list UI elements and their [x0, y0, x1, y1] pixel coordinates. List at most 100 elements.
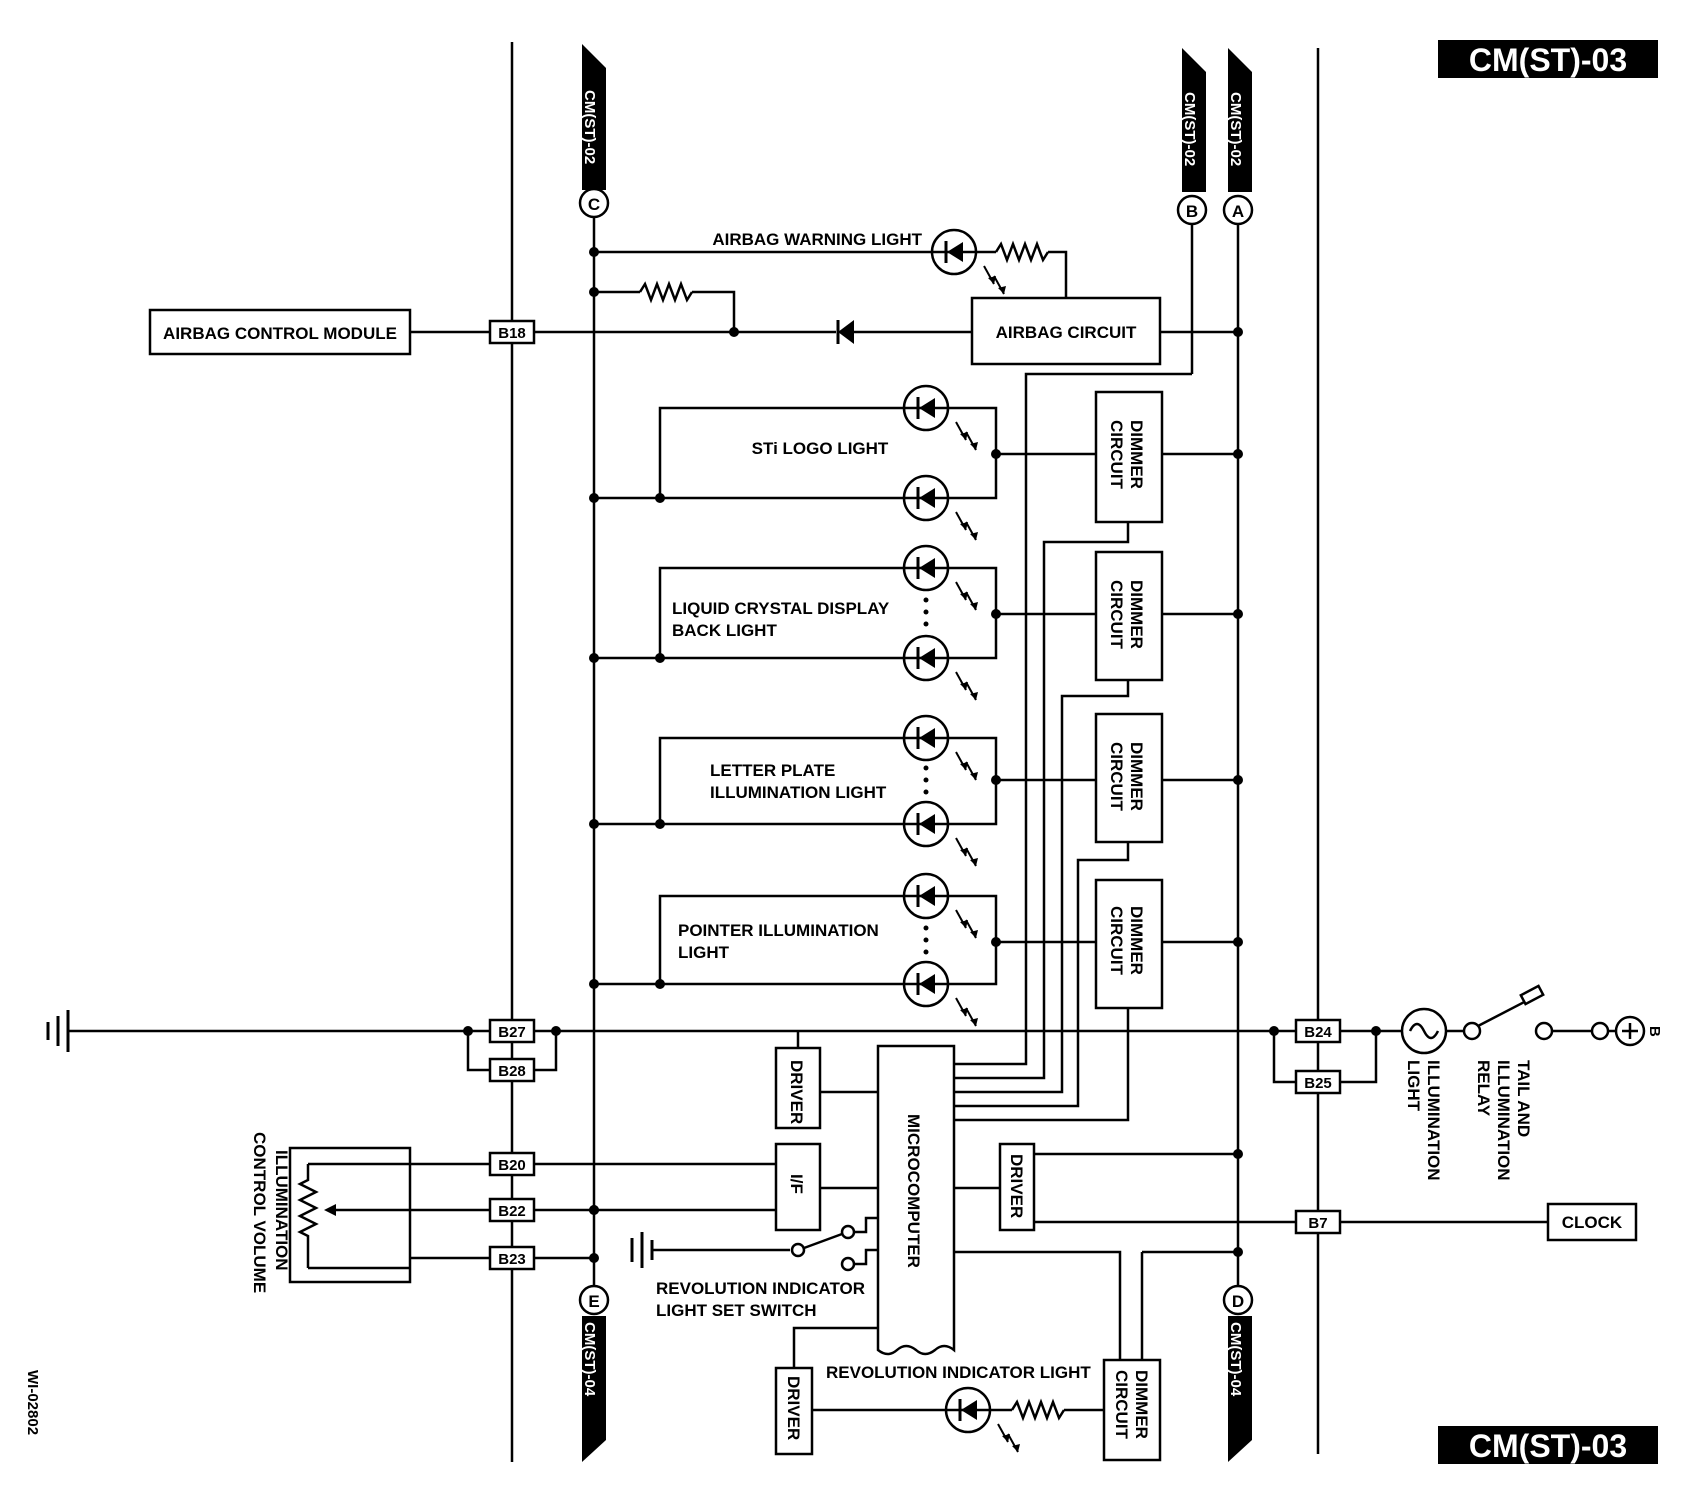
svg-text:B28: B28 — [498, 1063, 526, 1080]
svg-text:LIGHT: LIGHT — [678, 943, 730, 962]
illumination-light-bulb — [1400, 1007, 1448, 1055]
dimmer-circuit-5: DIMMER CIRCUIT — [1102, 1358, 1162, 1462]
svg-text:RELAY: RELAY — [1474, 1060, 1493, 1117]
connector-b7: B7 — [1294, 1209, 1342, 1235]
svg-text:DIMMER: DIMMER — [1127, 420, 1146, 489]
if-interface-box: I/F — [774, 1142, 822, 1232]
resistor-revolution — [1010, 1398, 1066, 1422]
svg-text:CM(ST)-02: CM(ST)-02 — [1181, 92, 1198, 166]
svg-text:CIRCUIT: CIRCUIT — [1112, 1370, 1131, 1440]
resistor-airbag-bypass — [638, 280, 694, 304]
document-code: WI-02802 — [24, 1370, 41, 1435]
svg-text:I/F: I/F — [787, 1174, 806, 1194]
svg-text:DIMMER: DIMMER — [1132, 1370, 1151, 1439]
driver-right: DRIVER — [998, 1142, 1036, 1232]
svg-text:DIMMER: DIMMER — [1127, 580, 1146, 649]
svg-text:LIGHT: LIGHT — [1404, 1060, 1423, 1112]
svg-text:B23: B23 — [498, 1251, 526, 1268]
svg-text:B20: B20 — [498, 1157, 526, 1174]
svg-text:AIRBAG CIRCUIT: AIRBAG CIRCUIT — [996, 323, 1137, 342]
airbag-diode — [836, 320, 854, 344]
svg-text:DIMMER: DIMMER — [1127, 742, 1146, 811]
microcomputer: MICROCOMPUTER — [876, 1044, 956, 1356]
svg-text:CM(ST)-04: CM(ST)-04 — [1227, 1322, 1244, 1397]
airbag-warning-led — [930, 228, 1008, 296]
dimmer-circuit-1: DIMMER CIRCUIT — [1094, 390, 1164, 524]
letter-plate-light-label: LETTER PLATE — [710, 761, 835, 780]
clock-box: CLOCK — [1546, 1202, 1638, 1242]
driver-lower: DRIVER — [774, 1366, 814, 1456]
svg-text:DIMMER: DIMMER — [1127, 906, 1146, 975]
ground-left — [46, 1010, 70, 1052]
svg-text:A: A — [1232, 202, 1244, 221]
svg-text:B27: B27 — [498, 1024, 526, 1041]
illumination-control-volume-label: ILLUMINATION — [272, 1150, 291, 1271]
svg-text:DRIVER: DRIVER — [787, 1060, 806, 1124]
airbag-warning-light-label: AIRBAG WARNING LIGHT — [712, 230, 922, 249]
svg-text:ILLUMINATION: ILLUMINATION — [1494, 1060, 1513, 1181]
revolution-indicator-set-switch-label: REVOLUTION INDICATOR — [656, 1279, 865, 1298]
ref-c: C — [578, 187, 610, 219]
svg-text:CIRCUIT: CIRCUIT — [1107, 742, 1126, 812]
dimmer-circuit-4: DIMMER CIRCUIT — [1094, 878, 1164, 1010]
svg-text:CM(ST)-02: CM(ST)-02 — [581, 90, 598, 164]
svg-text:MICROCOMPUTER: MICROCOMPUTER — [904, 1114, 923, 1268]
svg-text:CIRCUIT: CIRCUIT — [1107, 580, 1126, 650]
revolution-indicator-led — [944, 1386, 1022, 1454]
svg-text:BACK LIGHT: BACK LIGHT — [672, 621, 777, 640]
resistor-airbag-warning — [994, 240, 1050, 264]
svg-text:B18: B18 — [498, 325, 526, 342]
svg-text:CM(ST)-03: CM(ST)-03 — [1469, 1428, 1627, 1464]
revolution-indicator-set-switch — [790, 1224, 856, 1272]
revolution-indicator-light-label: REVOLUTION INDICATOR LIGHT — [826, 1363, 1091, 1382]
svg-text:E: E — [588, 1292, 599, 1311]
svg-text:CONTROL VOLUME: CONTROL VOLUME — [250, 1132, 269, 1293]
svg-text:B25: B25 — [1304, 1075, 1332, 1092]
svg-text:CM(ST)-02: CM(ST)-02 — [1227, 92, 1244, 166]
airbag-circuit-box: AIRBAG CIRCUIT — [970, 296, 1162, 366]
driver-upper: DRIVER — [774, 1046, 822, 1130]
ground-switch — [630, 1232, 654, 1268]
illumination-light-label: ILLUMINATION — [1424, 1060, 1443, 1181]
connector-b20: B20 — [488, 1151, 536, 1177]
svg-text:CLOCK: CLOCK — [1562, 1213, 1623, 1232]
connector-b23: B23 — [488, 1245, 536, 1271]
svg-text:C: C — [588, 195, 600, 214]
ref-d: D — [1222, 1284, 1254, 1316]
airbag-control-module: AIRBAG CONTROL MODULE — [148, 308, 412, 356]
svg-text:D: D — [1232, 1292, 1244, 1311]
svg-text:LIGHT SET SWITCH: LIGHT SET SWITCH — [656, 1301, 817, 1320]
ref-a: A — [1222, 194, 1254, 226]
tail-illumination-relay-switch — [1462, 984, 1554, 1041]
dimmer-circuit-2: DIMMER CIRCUIT — [1094, 550, 1164, 682]
connector-b25: B25 — [1294, 1069, 1342, 1095]
svg-text:CM(ST)-04: CM(ST)-04 — [581, 1322, 598, 1397]
svg-text:AIRBAG CONTROL MODULE: AIRBAG CONTROL MODULE — [163, 324, 397, 343]
connector-b24: B24 — [1294, 1018, 1342, 1044]
ref-b: B — [1176, 194, 1208, 226]
pointer-illumination-label: POINTER ILLUMINATION — [678, 921, 879, 940]
svg-text:B22: B22 — [498, 1203, 526, 1220]
lcd-back-light-label: LIQUID CRYSTAL DISPLAY — [672, 599, 890, 618]
ref-banner-c — [582, 44, 606, 190]
sti-logo-light-label: STi LOGO LIGHT — [752, 439, 889, 458]
svg-text:B: B — [1186, 202, 1198, 221]
tail-illumination-relay-label: TAIL AND — [1514, 1060, 1533, 1137]
page-tag-top: CM(ST)-03 — [1438, 40, 1658, 78]
battery-label: B — [1646, 1026, 1663, 1037]
connector-b27: B27 — [488, 1018, 536, 1044]
svg-text:CIRCUIT: CIRCUIT — [1107, 906, 1126, 976]
battery-icon — [1614, 1015, 1646, 1047]
svg-text:CIRCUIT: CIRCUIT — [1107, 420, 1126, 490]
connector-b28: B28 — [488, 1057, 536, 1083]
svg-text:B7: B7 — [1308, 1215, 1327, 1232]
svg-text:CM(ST)-03: CM(ST)-03 — [1469, 42, 1627, 78]
svg-text:DRIVER: DRIVER — [1007, 1154, 1026, 1218]
svg-text:DRIVER: DRIVER — [784, 1376, 803, 1440]
connector-b22: B22 — [488, 1197, 536, 1223]
svg-text:B24: B24 — [1304, 1024, 1332, 1041]
illumination-control-volume — [288, 1146, 412, 1284]
ref-e: E — [578, 1284, 610, 1316]
page-tag-bottom: CM(ST)-03 — [1438, 1426, 1658, 1464]
